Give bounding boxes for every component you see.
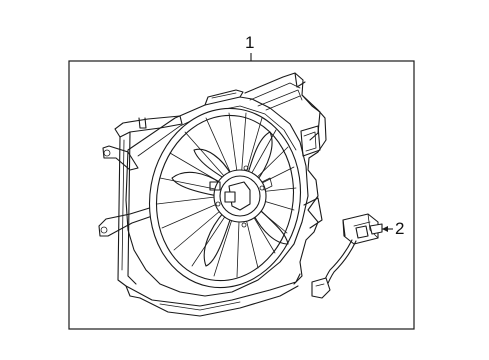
callout-2-leader	[382, 226, 393, 232]
assembly-frame	[68, 60, 415, 330]
fan-shroud-assembly	[98, 72, 327, 317]
wiring-harness-connector	[311, 213, 383, 299]
callout-1-label: 1	[245, 33, 254, 52]
callout-2-label: 2	[395, 219, 404, 238]
